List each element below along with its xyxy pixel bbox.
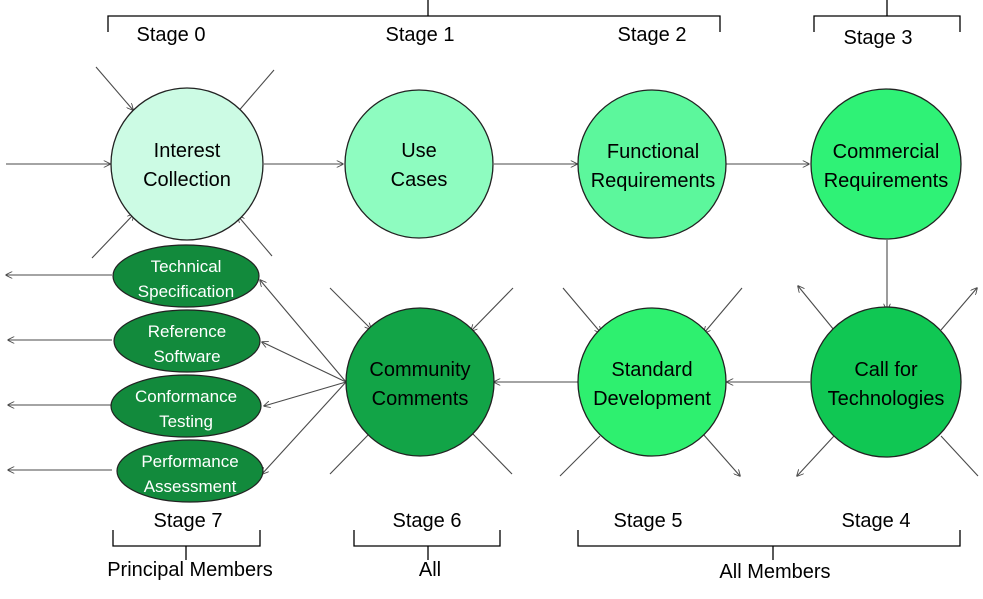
- node-community-line1: Community: [369, 359, 470, 381]
- deliverable-conformance-line2: Testing: [159, 412, 213, 431]
- stage-3-label: Stage 3: [844, 27, 913, 49]
- deliverable-reference-shape: [113, 309, 261, 373]
- node-interest-line2: Collection: [143, 169, 231, 191]
- arrow-community-to-reference: [262, 342, 347, 383]
- node-call-shape: [810, 306, 962, 458]
- output-arrow-call-topright: [940, 288, 977, 331]
- node-use-cases-shape: [344, 89, 494, 239]
- deliverable-technical-line2: Specification: [138, 282, 234, 301]
- deliverable-reference-line1: Reference: [148, 322, 226, 341]
- input-arrow-interest-bottomleft: [91, 214, 134, 259]
- node-standard-shape: [577, 307, 727, 457]
- arrow-community-to-technical: [260, 280, 347, 383]
- node-functional-requirements: Functional Requirements: [577, 89, 727, 239]
- deliverable-conformance-testing: Conformance Testing: [110, 374, 262, 438]
- deliverable-technical-line1: Technical: [151, 257, 222, 276]
- arrow-standard-bottomleft: [559, 435, 601, 477]
- node-community-line2: Comments: [372, 388, 469, 410]
- input-arrow-interest-bottomright: [238, 216, 273, 257]
- arrow-community-to-conformance: [264, 381, 347, 406]
- deliverable-reference-line2: Software: [153, 347, 220, 366]
- node-commercial-line1: Commercial: [833, 141, 940, 163]
- input-arrow-standard-topright: [704, 287, 743, 333]
- deliverable-performance-line1: Performance: [141, 452, 238, 471]
- node-functional-line1: Functional: [607, 141, 699, 163]
- input-arrow-community-bottomleft: [329, 431, 372, 475]
- node-interest-shape: [110, 87, 264, 241]
- node-community-shape: [345, 307, 495, 457]
- node-call-for-technologies: Call for Technologies: [810, 306, 962, 458]
- bracket-principal-members: [112, 530, 261, 560]
- arrow-call-bottomright: [940, 435, 979, 477]
- node-interest-collection: Interest Collection: [110, 87, 264, 241]
- node-commercial-requirements: Commercial Requirements: [810, 88, 962, 240]
- output-arrow-call-topleft: [798, 286, 835, 331]
- stage-0-label: Stage 0: [137, 24, 206, 46]
- stage-7-label: Stage 7: [154, 510, 223, 532]
- node-call-line1: Call for: [854, 359, 918, 381]
- node-standard-development: Standard Development: [577, 307, 727, 457]
- deliverable-conformance-shape: [110, 374, 262, 438]
- input-arrow-community-topright: [471, 287, 514, 331]
- stage-4-label: Stage 4: [842, 510, 911, 532]
- node-use-cases: Use Cases: [344, 89, 494, 239]
- node-interest-line1: Interest: [154, 140, 221, 162]
- input-arrow-community-topleft: [329, 287, 371, 329]
- deliverable-performance-assessment: Performance Assessment: [116, 439, 264, 503]
- all-members-label: All Members: [719, 561, 830, 583]
- stage-1-label: Stage 1: [386, 24, 455, 46]
- output-arrow-standard-bottomright: [702, 433, 740, 476]
- input-arrow-community-bottomright: [470, 431, 513, 475]
- node-use-cases-line2: Cases: [391, 169, 448, 191]
- deliverable-performance-line2: Assessment: [144, 477, 237, 496]
- node-functional-line2: Requirements: [591, 170, 716, 192]
- stage-5-label: Stage 5: [614, 510, 683, 532]
- stage-6-label: Stage 6: [393, 510, 462, 532]
- node-standard-line2: Development: [593, 388, 711, 410]
- bracket-stage-3: [813, 0, 961, 32]
- bracket-stage-0-2: [107, 0, 721, 32]
- input-arrow-interest-topleft: [95, 66, 133, 110]
- node-commercial-shape: [810, 88, 962, 240]
- node-use-cases-line1: Use: [401, 140, 437, 162]
- stage-2-label: Stage 2: [618, 24, 687, 46]
- deliverable-performance-shape: [116, 439, 264, 503]
- bracket-all: [353, 530, 501, 560]
- deliverable-reference-software: Reference Software: [113, 309, 261, 373]
- principal-members-label: Principal Members: [107, 559, 273, 581]
- input-arrow-interest-topright: [236, 69, 275, 114]
- bracket-all-members: [577, 530, 961, 560]
- node-functional-shape: [577, 89, 727, 239]
- output-arrow-call-bottomleft: [797, 435, 835, 476]
- arrow-community-to-performance: [262, 381, 347, 474]
- all-label: All: [419, 559, 441, 581]
- node-standard-line1: Standard: [611, 359, 692, 381]
- node-commercial-line2: Requirements: [824, 170, 949, 192]
- deliverable-conformance-line1: Conformance: [135, 387, 237, 406]
- node-call-line2: Technologies: [828, 388, 945, 410]
- node-community-comments: Community Comments: [345, 307, 495, 457]
- deliverable-technical-shape: [112, 244, 260, 308]
- input-arrow-standard-topleft: [562, 287, 601, 333]
- deliverable-technical-specification: Technical Specification: [112, 244, 260, 308]
